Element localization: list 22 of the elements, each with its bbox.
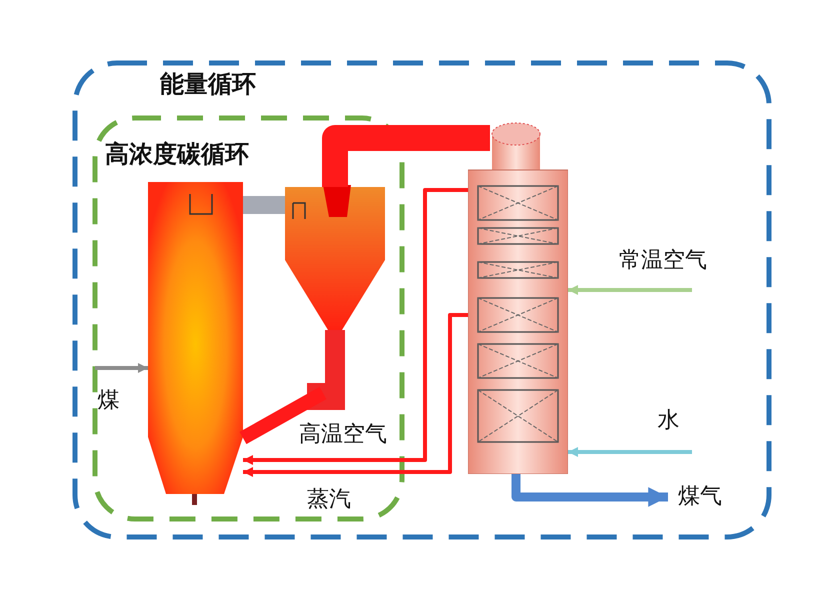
arrow bbox=[568, 285, 692, 295]
stream-label: 煤 bbox=[92, 355, 125, 412]
stream-label: 常温空气 bbox=[603, 250, 723, 290]
arrow bbox=[243, 188, 468, 465]
edge-label: 高温空气 bbox=[297, 423, 389, 447]
pipe bbox=[243, 196, 285, 214]
cyclone-drawing bbox=[285, 185, 385, 410]
dashed-loop-band bbox=[72, 60, 772, 540]
column-drawing bbox=[468, 122, 568, 474]
stream-label: 煤气 bbox=[668, 482, 732, 512]
arrow bbox=[243, 313, 468, 477]
arrow bbox=[568, 447, 692, 457]
gasifier-drawing bbox=[148, 182, 243, 507]
pipe bbox=[240, 386, 326, 444]
edge-label: 蒸汽 bbox=[305, 488, 353, 512]
dashed-loop-band bbox=[92, 115, 405, 522]
loop-title: 能量循环 bbox=[160, 72, 256, 96]
arrow bbox=[512, 474, 668, 507]
duct bbox=[322, 125, 490, 187]
arrow bbox=[95, 363, 148, 373]
loop-title: 高浓度碳循环 bbox=[105, 142, 249, 166]
stream-label: 水 bbox=[645, 410, 692, 452]
